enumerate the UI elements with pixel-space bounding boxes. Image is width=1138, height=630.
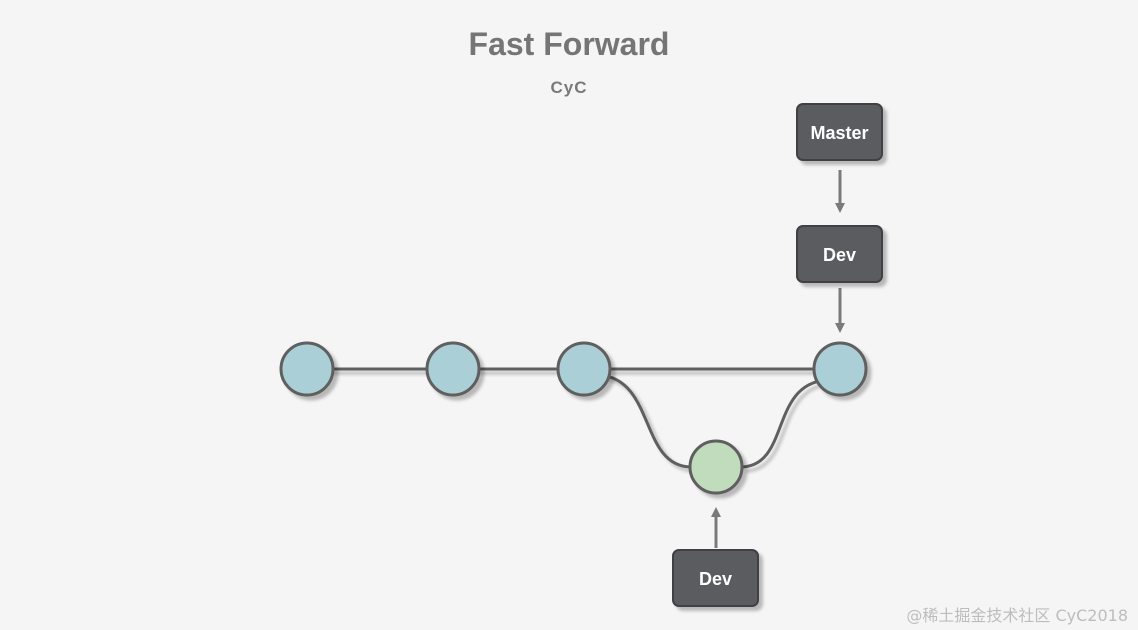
dev-label-top: Dev [796,225,883,283]
dev-label-bottom: Dev [672,549,759,607]
diagram-title: Fast Forward [468,26,670,62]
commit-node [425,341,481,397]
dev-label-top-text: Dev [823,245,856,265]
commit-node [812,341,868,397]
commit-nodes [279,341,868,495]
commit-node [556,341,612,397]
edge-branch-c4 [741,378,827,469]
dev-label-bottom-text: Dev [699,569,732,589]
diagram-subtitle: CyC [550,78,588,97]
edge-c3-branch [599,373,691,469]
master-label: Master [796,103,883,161]
branch-commit-node [688,439,744,495]
watermark: @稀土掘金技术社区 CyC2018 [906,606,1128,625]
master-label-text: Master [810,123,868,143]
pointer-arrows [711,170,845,548]
commit-node [279,341,335,397]
